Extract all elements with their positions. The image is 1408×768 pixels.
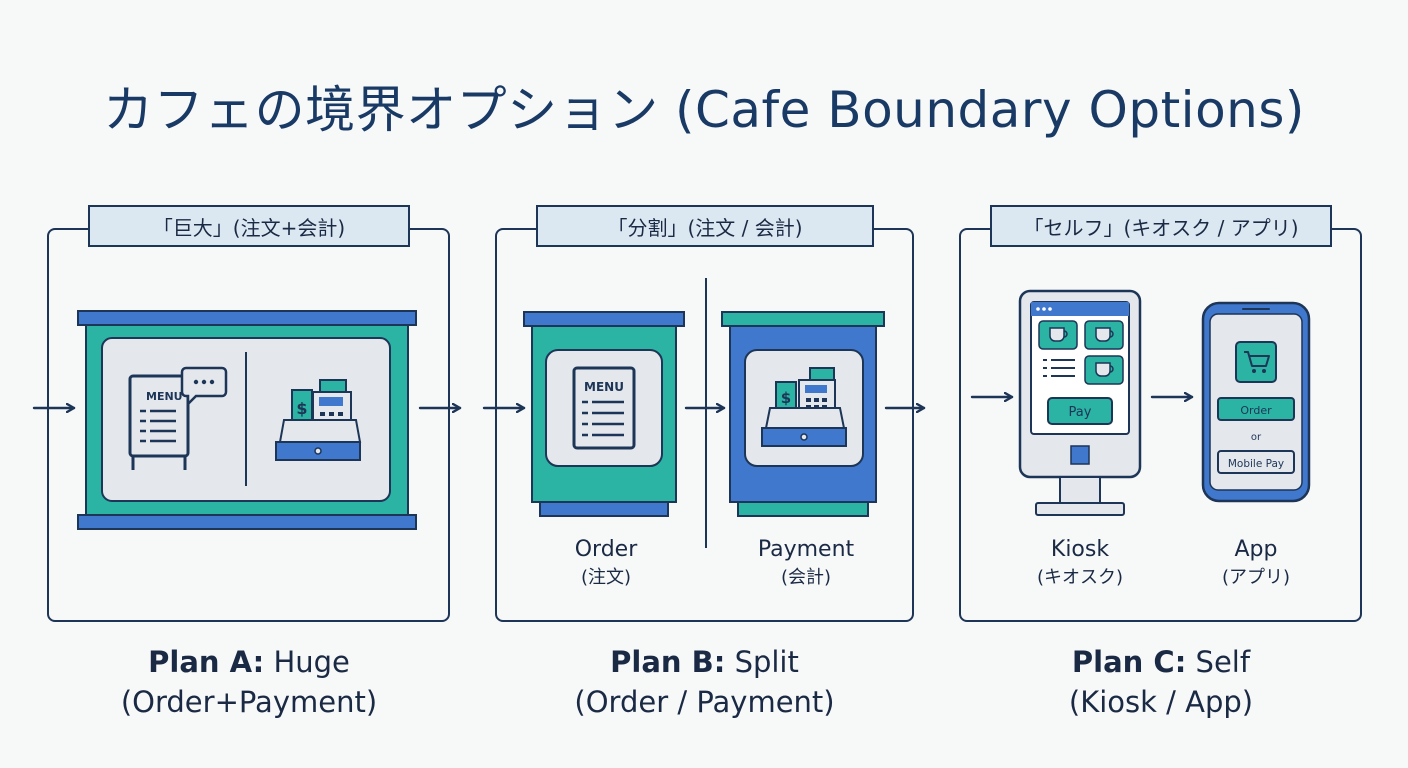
page-title: カフェの境界オプション (Cafe Boundary Options) xyxy=(103,81,1305,139)
plan-a-prefix: Plan A: xyxy=(148,645,265,679)
kiosk-pay-button: Pay xyxy=(1069,405,1092,420)
plan-b-sub: (Order / Payment) xyxy=(574,685,835,719)
panel-b-tag: 「分割」(注文 / 会計) xyxy=(536,205,874,247)
panel-c-tag: 「セルフ」(キオスク / アプリ) xyxy=(990,205,1332,247)
menu-label-b: MENU xyxy=(584,380,624,394)
menu-label-a: MENU xyxy=(146,390,183,403)
app-label: App (アプリ) xyxy=(1221,537,1291,588)
order-label: Order (注文) xyxy=(574,537,638,588)
app-mobile-pay-button: Mobile Pay xyxy=(1228,458,1284,470)
plan-c-sub: (Kiosk / App) xyxy=(1068,685,1254,719)
plan-b-name: Split xyxy=(734,645,799,679)
plan-a-name: Huge xyxy=(273,645,350,679)
app-or-text: or xyxy=(1251,432,1262,443)
svg-text:$: $ xyxy=(296,399,307,418)
kiosk-icon xyxy=(1018,289,1142,516)
flow-arrows xyxy=(32,397,1194,408)
speech-bubble-icon xyxy=(180,366,228,408)
cash-register-icon: $ xyxy=(275,379,362,461)
menu-icon xyxy=(572,366,636,450)
plan-a-sub: (Order+Payment) xyxy=(120,685,378,719)
kiosk-label: Kiosk (キオスク) xyxy=(1036,537,1124,588)
plan-c-prefix: Plan C: xyxy=(1071,645,1187,679)
plan-a-caption: Plan A: Huge (Order+Payment) xyxy=(48,642,450,722)
plan-c-name: Self xyxy=(1195,645,1251,679)
panel-a-tag: 「巨大」(注文+会計) xyxy=(88,205,410,247)
svg-text:$: $ xyxy=(781,389,791,407)
plan-c-caption: Plan C: Self (Kiosk / App) xyxy=(960,642,1362,722)
menu-board-icon xyxy=(128,374,190,470)
plan-b-prefix: Plan B: xyxy=(610,645,726,679)
payment-label: Payment (会計) xyxy=(757,537,855,588)
phone-app-icon xyxy=(1201,301,1311,503)
cash-register-icon: $ xyxy=(761,367,847,447)
plan-b-caption: Plan B: Split (Order / Payment) xyxy=(495,642,914,722)
app-order-button: Order xyxy=(1240,404,1272,417)
